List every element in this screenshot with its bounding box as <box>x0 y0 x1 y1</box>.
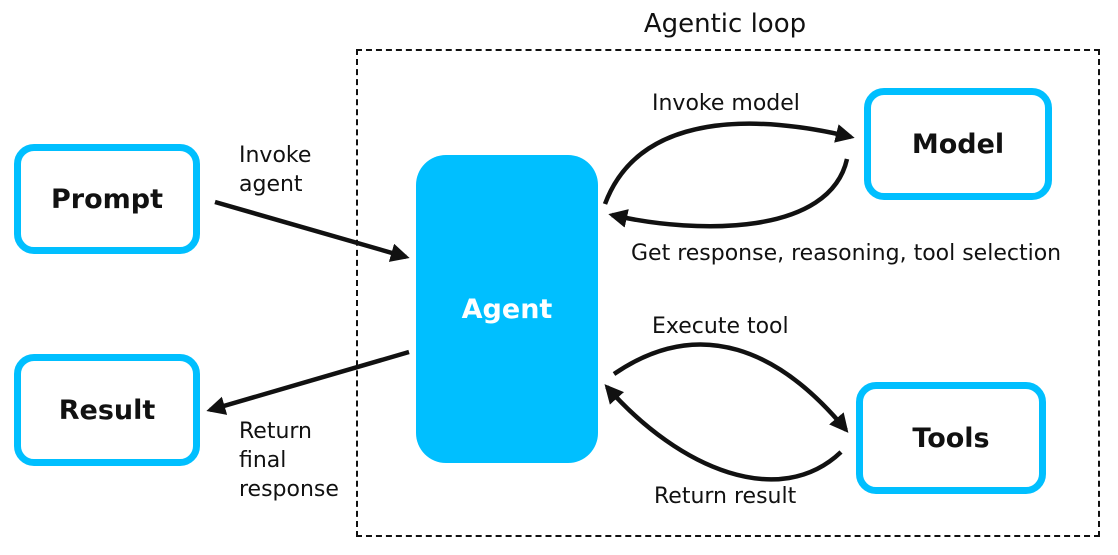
invoke-model-label: Invoke model <box>652 91 800 116</box>
execute-tool-label: Execute tool <box>652 314 789 339</box>
agent-label: Agent <box>461 293 553 325</box>
invoke-agent-label: Invoke agent <box>239 141 311 199</box>
agentic-loop-boundary <box>356 49 1100 537</box>
agentic-loop-title: Agentic loop <box>643 9 807 39</box>
return-final-line-1: Return <box>239 419 313 444</box>
return-final-line-2: final <box>239 448 287 473</box>
invoke-agent-line-2: agent <box>239 172 303 197</box>
tools-label: Tools <box>912 422 990 454</box>
prompt-label: Prompt <box>50 183 164 215</box>
model-label: Model <box>911 128 1005 160</box>
invoke-agent-line-1: Invoke <box>239 143 312 168</box>
get-response-label: Get response, reasoning, tool selection <box>631 241 1062 266</box>
return-result-label: Return result <box>654 484 797 509</box>
model-node: Model <box>864 88 1052 200</box>
result-node: Result <box>14 354 200 466</box>
agent-node: Agent <box>416 155 598 463</box>
return-final-line-3: response <box>239 477 339 502</box>
tools-node: Tools <box>856 382 1046 494</box>
result-label: Result <box>58 394 156 426</box>
return-final-response-label: Return final response <box>239 417 339 504</box>
prompt-node: Prompt <box>14 144 200 254</box>
